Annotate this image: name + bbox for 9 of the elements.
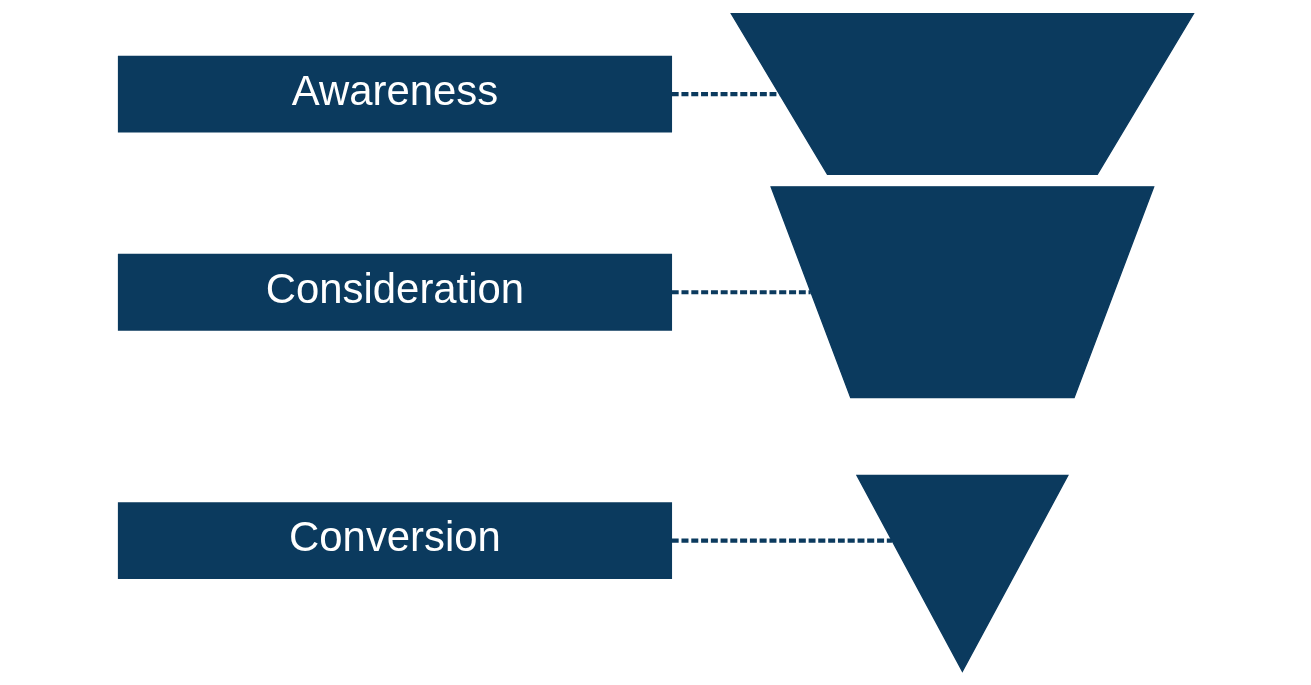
connector — [671, 538, 892, 543]
connector — [671, 290, 811, 295]
node-box: Awareness — [117, 55, 672, 133]
node-box: Consideration — [117, 253, 672, 331]
node-trapezoid — [769, 186, 1155, 399]
node-box: Conversion — [117, 502, 672, 580]
connector — [671, 91, 779, 97]
node-triangle — [855, 474, 1069, 673]
node-trapezoid — [729, 13, 1195, 175]
